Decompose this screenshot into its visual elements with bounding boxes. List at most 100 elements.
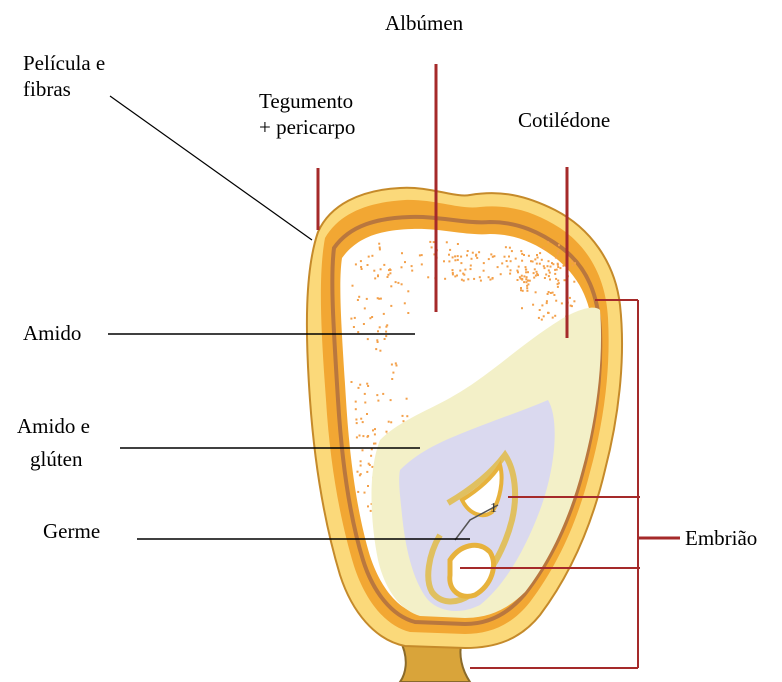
- starch-dot: [444, 278, 446, 280]
- starch-dot: [521, 253, 523, 255]
- starch-dot: [360, 260, 362, 262]
- starch-dot: [557, 264, 559, 266]
- starch-dot: [368, 256, 370, 258]
- starch-dot: [457, 255, 459, 257]
- starch-dot: [550, 266, 552, 268]
- starch-dot: [462, 273, 464, 275]
- starch-dot: [532, 304, 534, 306]
- label-embriao: Embrião: [685, 525, 757, 551]
- starch-dot: [537, 257, 539, 259]
- starch-dot: [358, 387, 360, 389]
- starch-dot: [360, 418, 362, 420]
- starch-dot: [386, 431, 388, 433]
- starch-dot: [456, 275, 458, 277]
- starch-dot: [490, 253, 492, 255]
- starch-dot: [427, 276, 429, 278]
- starch-dot: [366, 383, 368, 385]
- starch-dot: [351, 381, 353, 383]
- starch-dot: [549, 279, 551, 281]
- starch-dot: [536, 273, 538, 275]
- starch-dot: [461, 279, 463, 281]
- starch-dot: [573, 300, 575, 302]
- starch-dot: [460, 256, 462, 258]
- starch-dot: [517, 271, 519, 273]
- starch-dot: [406, 398, 408, 400]
- starch-dot: [534, 268, 536, 270]
- starch-dot: [569, 297, 571, 299]
- starch-dot: [539, 263, 541, 265]
- starch-dot: [526, 285, 528, 287]
- starch-dot: [356, 422, 358, 424]
- starch-dot: [466, 254, 468, 256]
- starch-dot: [360, 266, 362, 268]
- starch-dot: [550, 292, 552, 294]
- starch-dot: [457, 259, 459, 261]
- starch-dot: [539, 309, 541, 311]
- starch-dot: [543, 265, 545, 267]
- starch-dot: [572, 264, 574, 266]
- starch-dot: [370, 455, 372, 457]
- starch-dot: [544, 267, 546, 269]
- starch-dot: [548, 312, 550, 314]
- starch-dot: [454, 259, 456, 261]
- starch-dot: [371, 466, 373, 468]
- starch-dot: [389, 272, 391, 274]
- starch-dot: [355, 419, 357, 421]
- starch-dot: [501, 262, 503, 264]
- starch-dot: [421, 263, 423, 265]
- starch-dot: [359, 384, 361, 386]
- starch-dot: [366, 471, 368, 473]
- starch-dot: [364, 393, 366, 395]
- starch-dot: [389, 268, 391, 270]
- label-cotiledone: Cotilédone: [518, 107, 610, 133]
- starch-dot: [492, 278, 494, 280]
- starch-dot: [529, 280, 531, 282]
- starch-dot: [362, 449, 364, 451]
- starch-dot: [527, 271, 529, 273]
- starch-dot: [448, 254, 450, 256]
- starch-dot: [479, 276, 481, 278]
- starch-dot: [521, 260, 523, 262]
- starch-dot: [546, 300, 548, 302]
- starch-dot: [505, 246, 507, 248]
- starch-dot: [521, 307, 523, 309]
- starch-dot: [467, 250, 469, 252]
- starch-dot: [357, 471, 359, 473]
- starch-dot: [523, 254, 525, 256]
- starch-dot: [555, 257, 557, 259]
- starch-dot: [460, 262, 462, 264]
- starch-dot: [360, 460, 362, 462]
- starch-dot: [561, 302, 563, 304]
- starch-dot: [379, 248, 381, 250]
- starch-dot: [539, 252, 541, 254]
- starch-dot: [397, 282, 399, 284]
- starch-dot: [377, 275, 379, 277]
- starch-dot: [558, 250, 560, 252]
- starch-dot: [367, 385, 369, 387]
- starch-dot: [395, 281, 397, 283]
- starch-dot: [521, 275, 523, 277]
- starch-dot: [411, 265, 413, 267]
- starch-dot: [377, 330, 379, 332]
- starch-dot: [383, 313, 385, 315]
- starch-dot: [452, 269, 454, 271]
- starch-dot: [548, 275, 550, 277]
- starch-dot: [371, 255, 373, 257]
- label-amido-gluten-1: Amido e: [17, 413, 90, 439]
- starch-dot: [526, 276, 528, 278]
- label-amido: Amido: [23, 320, 81, 346]
- starch-dot: [379, 326, 381, 328]
- starch-dot: [536, 263, 538, 265]
- starch-dot: [557, 286, 559, 288]
- starch-dot: [362, 435, 364, 437]
- starch-dot: [355, 263, 357, 265]
- starch-dot: [500, 273, 502, 275]
- starch-dot: [367, 435, 369, 437]
- starch-dot: [454, 255, 456, 257]
- starch-dot: [556, 269, 558, 271]
- starch-dot: [391, 364, 393, 366]
- starch-dot: [353, 326, 355, 328]
- starch-dot: [411, 270, 413, 272]
- starch-dot: [510, 260, 512, 262]
